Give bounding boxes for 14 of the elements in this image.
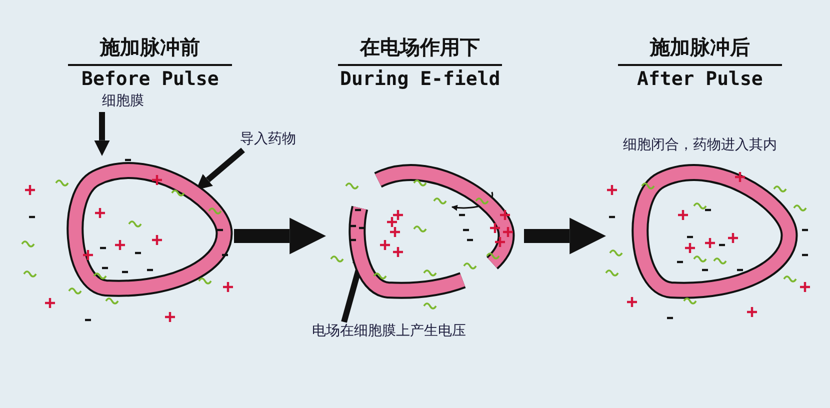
callout-text: 细胞膜: [102, 92, 144, 110]
heading: 施加脉冲前: [100, 34, 200, 61]
heading: During E-field: [340, 68, 500, 90]
arrow: [524, 218, 606, 254]
heading: 施加脉冲后: [650, 34, 750, 61]
arrow: [94, 112, 110, 156]
heading: After Pulse: [637, 68, 763, 90]
callout-text: 导入药物: [240, 130, 296, 148]
arrow: [196, 148, 245, 190]
heading: Before Pulse: [82, 68, 219, 90]
note-text: 细胞闭合，药物进入其内: [623, 136, 777, 154]
heading: 在电场作用下: [360, 34, 480, 61]
callout-text: 电场在细胞膜上产生电压: [312, 322, 466, 340]
arrow: [234, 218, 326, 254]
